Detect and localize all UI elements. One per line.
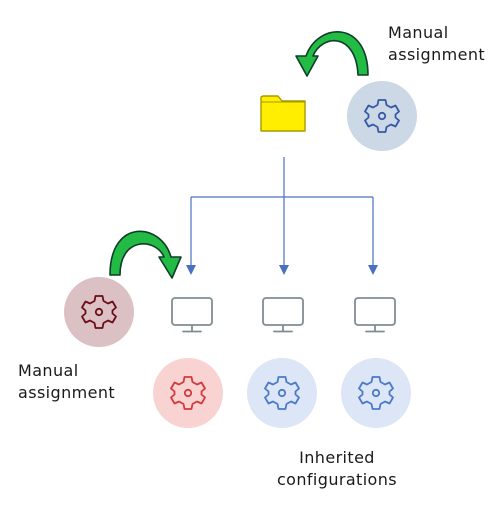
gear-icon — [247, 358, 317, 428]
label-line: Manual — [18, 361, 79, 380]
label-line: Inherited — [299, 448, 375, 467]
label-line: Manual — [388, 23, 449, 42]
curved-arrow-icon — [295, 31, 369, 77]
label-line: configurations — [276, 470, 398, 489]
monitor-icon — [354, 297, 396, 333]
gear-icon — [341, 358, 411, 428]
gear-icon — [347, 81, 417, 151]
folder-icon — [260, 95, 306, 132]
gear-icon — [153, 358, 223, 428]
label-line: assignment — [388, 45, 486, 64]
monitor-icon — [171, 297, 213, 333]
connector-lines — [186, 157, 378, 275]
manual-assignment-top-label: Manual assignment — [388, 22, 485, 66]
gear-icon — [64, 277, 134, 347]
monitor-icon — [262, 297, 304, 333]
manual-assignment-left-label: Manual assignment — [18, 360, 115, 404]
inherited-configurations-label: Inherited configurations — [266, 447, 408, 491]
curved-arrow-icon — [109, 230, 182, 279]
label-line: assignment — [18, 383, 116, 402]
